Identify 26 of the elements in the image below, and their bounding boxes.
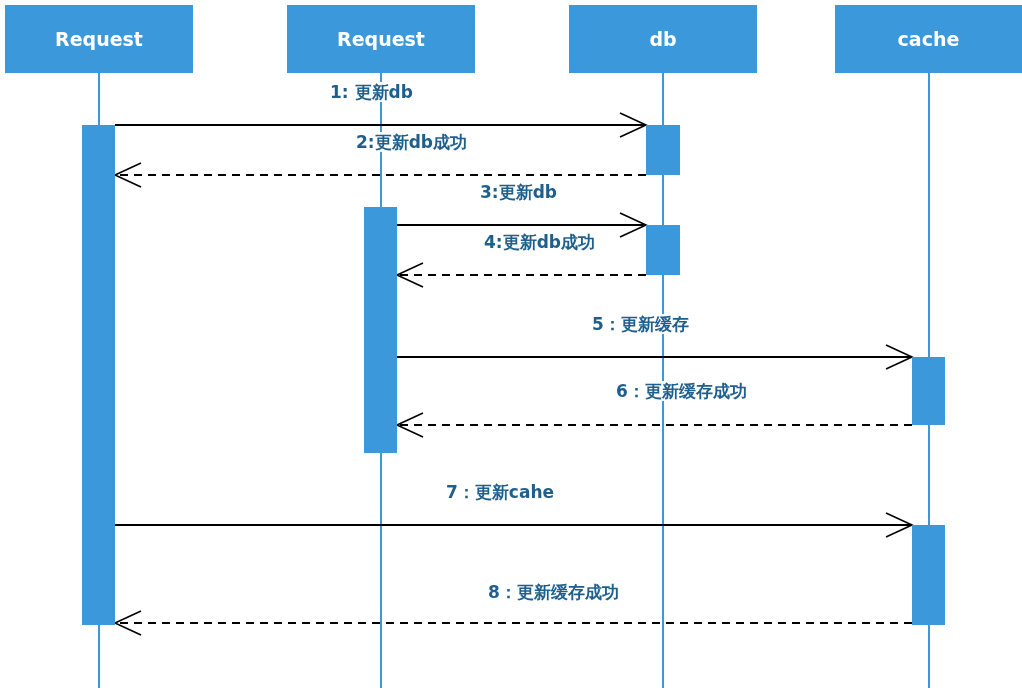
message-arrow bbox=[396, 212, 647, 238]
activation-bar bbox=[82, 125, 115, 625]
activation-bar bbox=[364, 207, 397, 453]
message-arrow bbox=[114, 512, 913, 538]
message-arrow bbox=[114, 610, 913, 636]
participant-box: Request bbox=[287, 5, 475, 73]
activation-bar bbox=[646, 225, 680, 275]
edge-label: 5：更新缓存 bbox=[590, 314, 691, 334]
participant-box: Request bbox=[5, 5, 193, 73]
message-arrow bbox=[396, 262, 647, 288]
edge-label: 2:更新db成功 bbox=[354, 132, 469, 152]
edge-label: 8：更新缓存成功 bbox=[486, 582, 621, 602]
message-arrow bbox=[396, 412, 913, 438]
participant-box: cache bbox=[835, 5, 1022, 73]
message-arrow bbox=[114, 112, 647, 138]
activation-bar bbox=[912, 357, 945, 425]
edge-label: 3:更新db bbox=[478, 182, 559, 202]
participant-box: db bbox=[569, 5, 757, 73]
message-arrow bbox=[114, 162, 647, 188]
edge-label: 6：更新缓存成功 bbox=[614, 381, 749, 401]
edge-label: 4:更新db成功 bbox=[482, 232, 597, 252]
message-arrow bbox=[396, 344, 913, 370]
activation-bar bbox=[646, 125, 680, 175]
edge-label: 1: 更新db bbox=[328, 82, 415, 102]
edge-label: 7：更新cahe bbox=[444, 482, 556, 502]
activation-bar bbox=[912, 525, 945, 625]
